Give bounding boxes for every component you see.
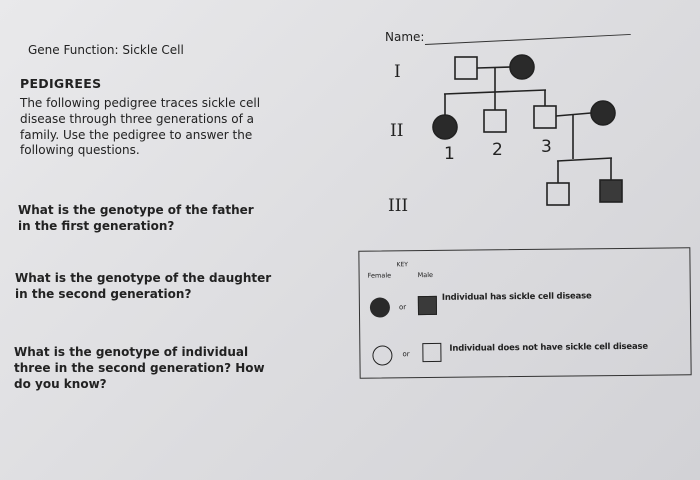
intro-paragraph: The following pedigree traces sickle cel… xyxy=(20,96,261,158)
individual-number-3: 3 xyxy=(541,137,552,157)
gen2-individual-3-square xyxy=(533,105,557,129)
question-daughter-genotype: What is the genotype of the daughter in … xyxy=(15,271,272,301)
key-female-label: Female xyxy=(367,271,392,280)
gene-function-title: Gene Function: Sickle Cell xyxy=(28,43,184,57)
gen2-mating-line xyxy=(555,112,592,117)
question-father-genotype: What is the genotype of the father in th… xyxy=(18,203,254,233)
key-unaffected-label: Individual does not have sickle cell dis… xyxy=(449,341,648,354)
key-title: KEY xyxy=(396,261,408,269)
key-affected-label: Individual has sickle cell disease xyxy=(441,291,592,303)
unaffected-female-icon xyxy=(372,345,393,366)
name-label: Name: xyxy=(385,30,425,44)
gen2-son-square xyxy=(483,109,507,133)
gen3-son-unaffected-square xyxy=(546,182,570,206)
gen3-sibship-line xyxy=(556,157,613,162)
gen2-daughter-circle xyxy=(432,114,458,140)
legend-key-box: KEY Female Male or Individual has sickle… xyxy=(358,247,692,379)
individual-number-2: 2 xyxy=(492,140,503,160)
generation-label-2: II xyxy=(390,121,404,141)
key-or-label: or xyxy=(402,350,410,359)
unaffected-male-icon xyxy=(422,342,442,363)
individual-number-1: 1 xyxy=(444,144,455,164)
gen2-spouse-circle xyxy=(590,100,616,126)
key-male-label: Male xyxy=(417,270,434,280)
affected-female-icon xyxy=(369,297,391,318)
generation-label-3: III xyxy=(388,196,409,216)
key-or-label: or xyxy=(398,303,407,312)
gen1-mother-circle xyxy=(509,54,535,80)
gen1-mating-line xyxy=(476,66,512,69)
gen3-son-affected-square xyxy=(599,179,623,203)
affected-male-icon xyxy=(417,295,438,316)
gen1-father-square xyxy=(454,56,478,80)
generation-label-1: I xyxy=(394,62,401,82)
question-individual-three: What is the genotype of individual three… xyxy=(14,345,265,391)
section-heading: PEDIGREES xyxy=(20,76,102,91)
